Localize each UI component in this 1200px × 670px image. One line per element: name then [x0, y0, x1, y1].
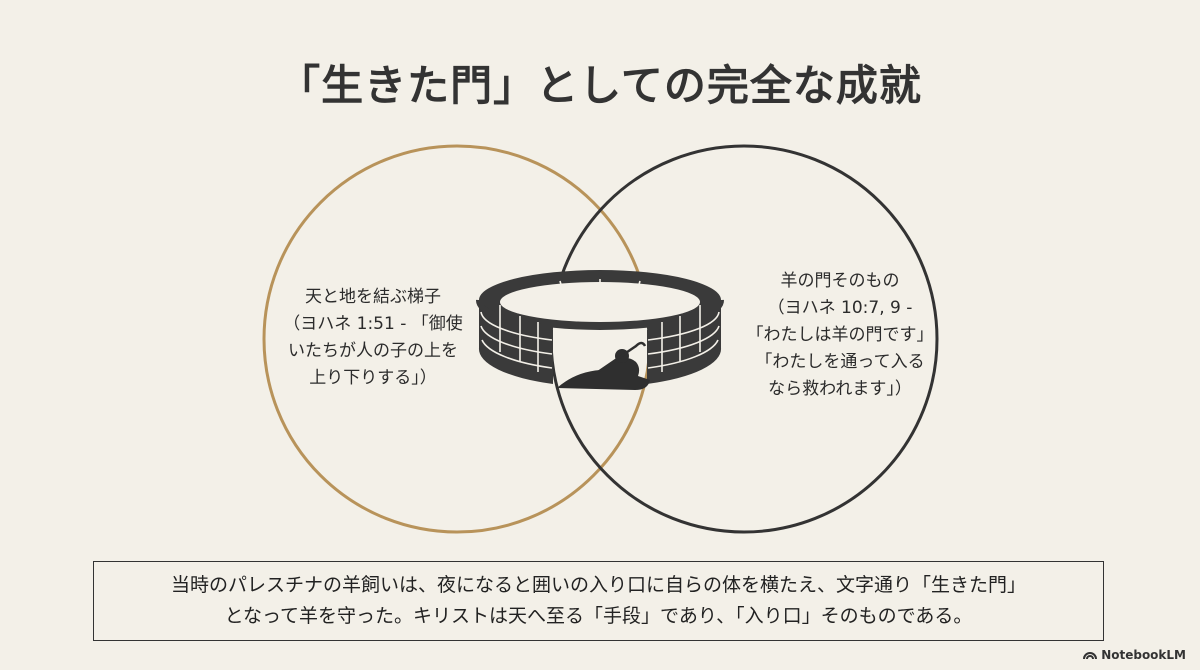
- brand-badge: NotebookLM: [1083, 648, 1186, 662]
- right-circle-text: 羊の門そのもの （ヨハネ 10:7, 9 - 「わたしは羊の門です」 「わたしを…: [725, 268, 955, 403]
- right-line-1: 羊の門そのもの: [780, 271, 900, 291]
- left-line-1: 天と地を結ぶ梯子: [305, 287, 441, 307]
- caption-line-1: 当時のパレスチナの羊飼いは、夜になると囲いの入り口に自らの体を横たえ、文字通り「…: [170, 574, 1026, 596]
- caption-box: 当時のパレスチナの羊飼いは、夜になると囲いの入り口に自らの体を横たえ、文字通り「…: [93, 561, 1104, 641]
- right-line-4: 「わたしを通って入る: [755, 352, 925, 372]
- right-line-5: なら救われます」）: [768, 379, 912, 399]
- left-circle-text: 天と地を結ぶ梯子 （ヨハネ 1:51 - 「御使 いたちが人の子の上を 上り下り…: [258, 284, 488, 392]
- page-title: 「生きた門」としての完全な成就: [278, 61, 922, 110]
- left-line-2: （ヨハネ 1:51 - 「御使: [283, 314, 463, 334]
- left-line-4: 上り下りする」）: [309, 368, 437, 388]
- left-line-3: いたちが人の子の上を: [288, 341, 458, 361]
- brand-label: NotebookLM: [1101, 648, 1186, 662]
- caption-line-2: となって羊を守った。キリストは天へ至る「手段」であり、「入り口」そのものである。: [224, 605, 973, 627]
- right-line-3: 「わたしは羊の門です」: [746, 325, 934, 345]
- notebooklm-logo-icon: [1083, 652, 1098, 660]
- stone-sheepfold-icon: [476, 270, 724, 390]
- right-line-2: （ヨハネ 10:7, 9 -: [767, 298, 913, 318]
- shepherd-figure: [557, 357, 650, 390]
